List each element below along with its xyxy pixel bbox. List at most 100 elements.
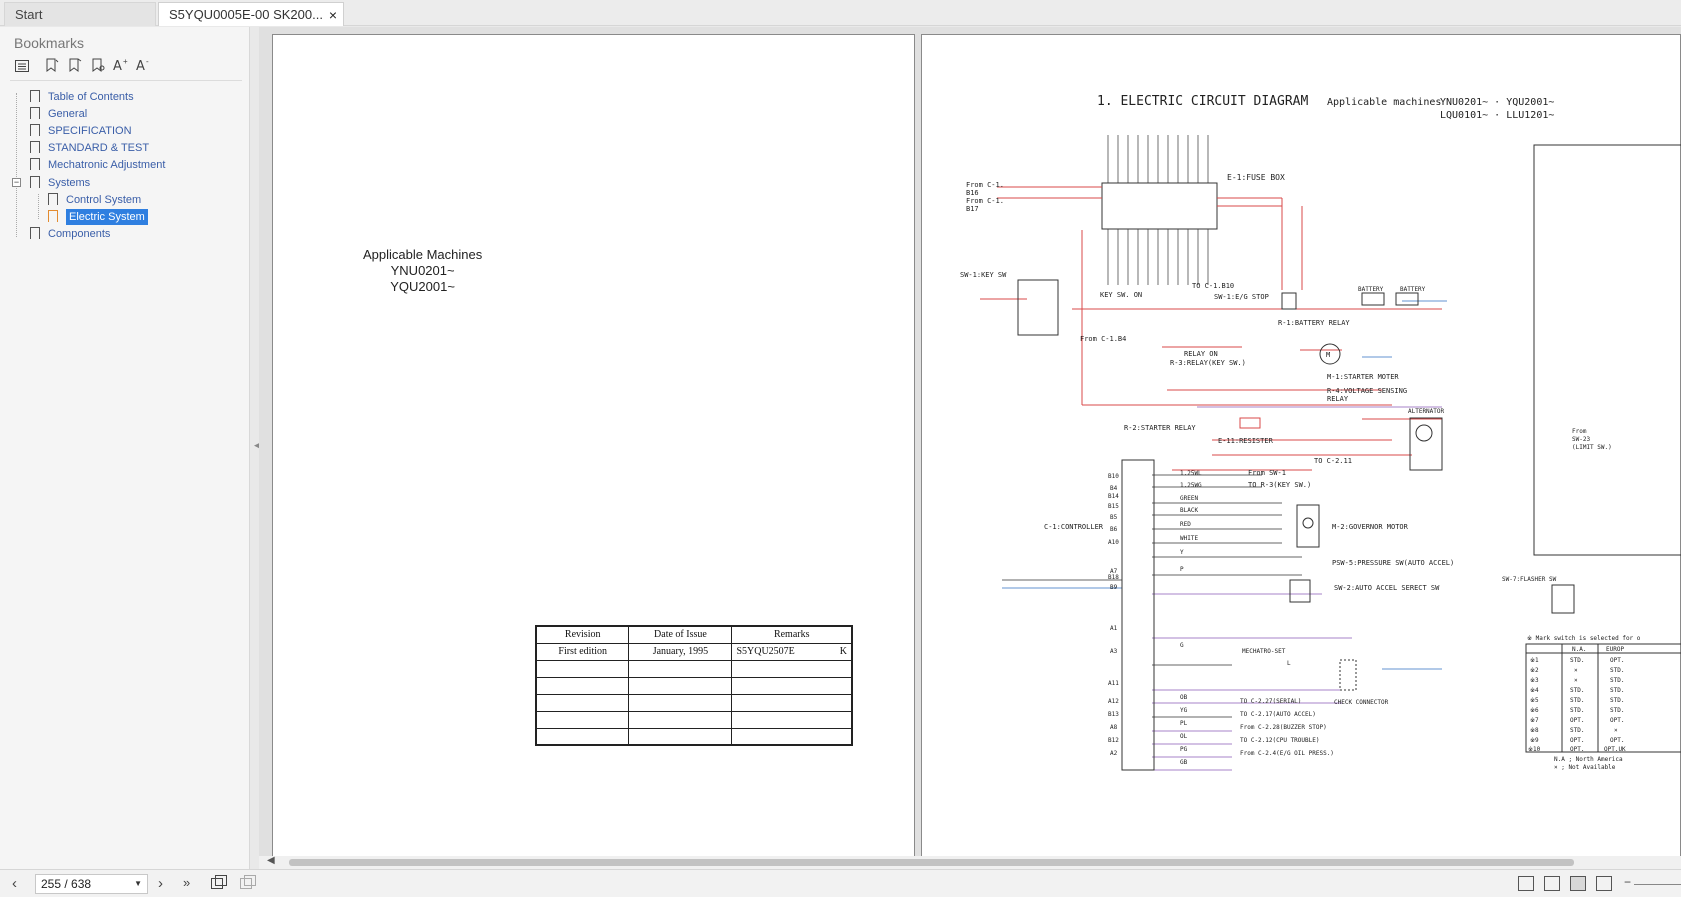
x-note: × ; Not Available	[1554, 764, 1616, 771]
wire-labels: 1.25WL 1.25WG GREEN BLACK RED WHITE Y P …	[1180, 470, 1291, 766]
bookmark-components[interactable]: Components	[30, 225, 110, 243]
from-c1-label: From C-1.	[966, 197, 1004, 205]
page-copy-icon[interactable]	[211, 875, 227, 893]
wire-label: GB	[1180, 759, 1188, 766]
bookmark-systems[interactable]: Systems	[30, 174, 90, 192]
zoom-out-icon[interactable]: −	[1624, 875, 1632, 889]
continuous-view-icon[interactable]	[1544, 876, 1560, 891]
pin-label: B18	[1108, 574, 1119, 581]
close-icon[interactable]: ×	[328, 7, 337, 23]
tree-guide	[38, 194, 39, 219]
bookmark-table-of-contents[interactable]: Table of Contents	[30, 88, 134, 106]
font-increase-icon[interactable]: A+	[111, 57, 131, 77]
signal-wiring	[1152, 406, 1442, 771]
from-sw1-label: From SW-1	[1248, 469, 1286, 477]
status-bar: ‹ 255 / 638 ▼ › » −	[0, 869, 1681, 897]
table-cell: ×	[1574, 667, 1578, 674]
table-cell: STD.	[1570, 657, 1584, 664]
table-cell: ×	[1574, 677, 1578, 684]
wire-label: 1.25WG	[1180, 482, 1202, 489]
bookmark-icon	[48, 193, 58, 209]
bookmark-label: STANDARD & TEST	[48, 142, 150, 154]
psw-label: PSW-5:PRESSURE SW(AUTO ACCEL)	[1332, 559, 1454, 567]
voltage-relay-label2: RELAY	[1327, 395, 1349, 403]
page-left: Applicable Machines YNU0201~ YQU2001~ Re…	[272, 34, 915, 857]
svg-text:-: -	[146, 58, 149, 66]
page-number-field[interactable]: 255 / 638 ▼	[35, 874, 148, 894]
battery-symbol	[1361, 292, 1385, 306]
wire-label: RED	[1180, 521, 1191, 528]
add-bookmark-icon[interactable]	[42, 57, 62, 77]
table-cell	[731, 727, 853, 746]
table-row	[535, 693, 853, 712]
zoom-slider[interactable]	[1634, 884, 1681, 885]
harness-note: From C-2.4(E/G OIL PRESS.)	[1240, 750, 1334, 757]
resister-label: E-11:RESISTER	[1218, 437, 1274, 445]
key-switch-symbol	[1017, 279, 1059, 336]
single-page-view-icon[interactable]	[1518, 876, 1534, 891]
document-viewport[interactable]: Applicable Machines YNU0201~ YQU2001~ Re…	[259, 27, 1681, 857]
check-connector-label: CHECK CONNECTOR	[1334, 699, 1389, 706]
chevron-down-icon[interactable]: ▼	[134, 879, 142, 888]
last-page-icon[interactable]: »	[183, 875, 191, 890]
bookmark-standard-test[interactable]: STANDARD & TEST	[30, 139, 149, 157]
electric-circuit-diagram: 1. ELECTRIC CIRCUIT DIAGRAM Applicable m…	[960, 94, 1681, 771]
two-page-continuous-view-icon[interactable]	[1596, 876, 1612, 891]
previous-page-icon[interactable]: ‹	[12, 875, 17, 892]
auto-accel-switch	[1289, 579, 1311, 603]
scroll-left-icon[interactable]: ◀	[267, 855, 275, 866]
collapse-panel-icon[interactable]: ◀	[254, 440, 261, 450]
list-view-icon[interactable]	[12, 57, 32, 77]
divider	[10, 80, 242, 81]
table-cell	[535, 659, 630, 678]
table-cell: STD.	[1570, 707, 1584, 714]
svg-text:A: A	[113, 59, 122, 72]
table-cell: ※2	[1530, 667, 1539, 674]
wire-label: OB	[1180, 694, 1188, 701]
table-cell	[628, 727, 733, 746]
wire-label: OL	[1180, 733, 1188, 740]
two-page-view-icon[interactable]	[1570, 876, 1586, 891]
signal-wiring	[1002, 300, 1447, 670]
bookmark-specification[interactable]: SPECIFICATION	[30, 122, 132, 140]
bookmark-icon	[30, 176, 40, 192]
harness-note: From C-2.28(BUZZER STOP)	[1240, 724, 1327, 731]
table-row	[535, 659, 853, 678]
page-copy-disabled-icon	[240, 875, 256, 893]
bookmark-general[interactable]: General	[30, 105, 87, 123]
to-c2-11-label: TO C-2.11	[1314, 457, 1352, 465]
mechatro-label: MECHATRO-SET	[1242, 648, 1286, 655]
tab-start[interactable]: Start	[4, 2, 156, 26]
page-right: 1. ELECTRIC CIRCUIT DIAGRAM Applicable m…	[921, 34, 1681, 857]
bookmark-control-system[interactable]: Control System	[48, 191, 141, 209]
diagram-heading: 1. ELECTRIC CIRCUIT DIAGRAM	[1097, 94, 1308, 109]
edit-bookmark-icon[interactable]	[65, 57, 85, 77]
bookmark-mechatronic-adjustment[interactable]: Mechatronic Adjustment	[30, 156, 165, 174]
font-decrease-icon[interactable]: A-	[134, 57, 154, 77]
resister-symbol	[1239, 417, 1261, 429]
auto-accel-label: SW-2:AUTO ACCEL SERECT SW	[1334, 584, 1440, 592]
bookmark-label: Control System	[66, 194, 142, 206]
horizontal-scrollbar[interactable]: ◀	[259, 855, 1681, 869]
collapse-toggle[interactable]: −	[12, 177, 21, 187]
panel-splitter[interactable]	[251, 27, 259, 869]
controller-pins: B10 B4 B14 B15 B5 B6 A10 A7 B18 B9 A1 A3…	[1108, 473, 1119, 757]
table-cell: ※6	[1530, 707, 1539, 714]
bookmark-electric-system[interactable]: Electric System	[48, 208, 148, 226]
tab-document[interactable]: S5YQU0005E-00 SK200... ×	[158, 2, 344, 26]
b16-label: B16	[966, 189, 979, 197]
battery-symbol	[1395, 292, 1419, 306]
na-note: N.A ; North America	[1554, 756, 1623, 763]
sw23-label: SW-23	[1572, 436, 1590, 443]
wire-label: BLACK	[1180, 507, 1198, 514]
b17-label: B17	[966, 205, 979, 213]
controller-outline	[1121, 459, 1155, 771]
next-page-icon[interactable]: ›	[158, 875, 163, 892]
bookmark-search-icon[interactable]	[88, 57, 108, 77]
pin-label: B13	[1108, 711, 1119, 718]
tab-document-label: S5YQU0005E-00 SK200...	[169, 7, 323, 22]
applicable-machines: Applicable Machines YNU0201~ YQU2001~	[363, 247, 482, 295]
scrollbar-thumb[interactable]	[289, 859, 1574, 866]
table-cell	[628, 710, 733, 729]
